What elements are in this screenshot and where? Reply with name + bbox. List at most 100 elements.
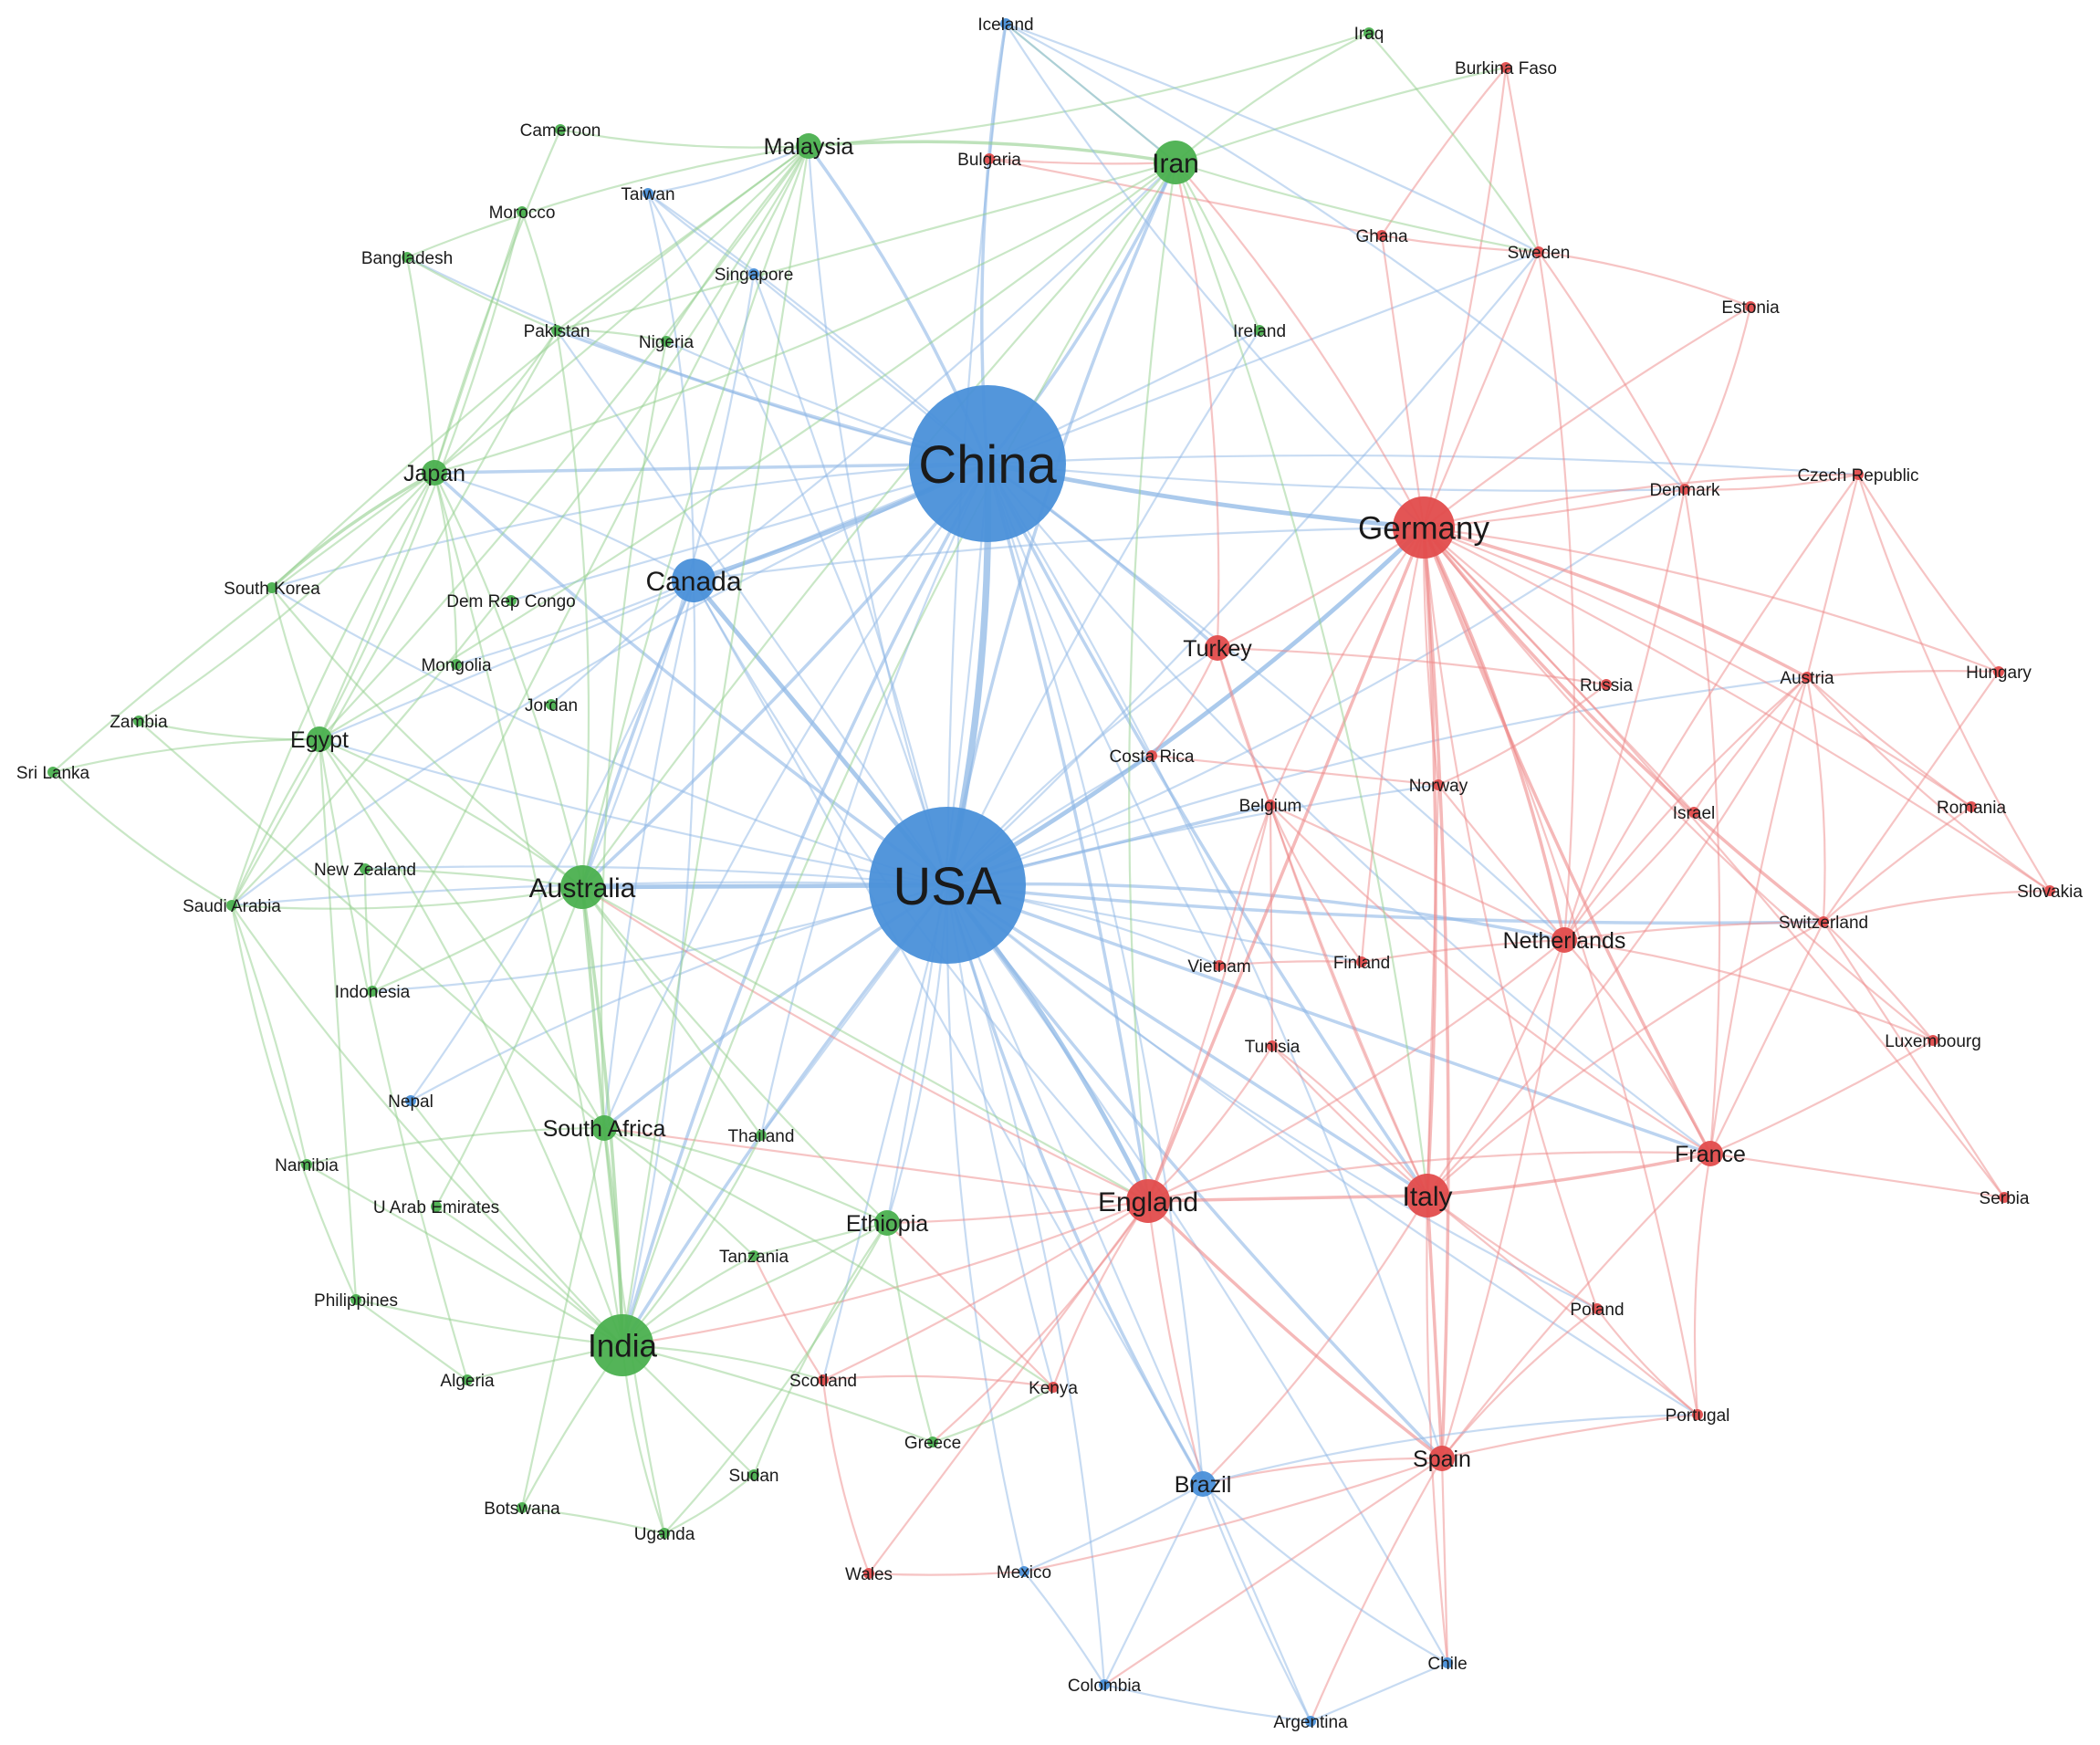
node-slovakia[interactable] [2044,885,2055,896]
node-germany[interactable] [1393,496,1455,559]
node-malaysia[interactable] [796,133,821,159]
node-serbia[interactable] [1999,1192,2010,1203]
node-scotland[interactable] [818,1374,829,1385]
node-greece[interactable] [927,1437,938,1447]
node-ethiopia[interactable] [874,1210,900,1236]
node-costarica[interactable] [1146,750,1157,761]
node-india[interactable] [591,1314,653,1376]
edge-germany-switzerland [1422,526,1825,924]
node-philippines[interactable] [350,1294,361,1305]
node-southkorea[interactable] [266,582,277,593]
node-wales[interactable] [863,1568,874,1579]
node-nigeria[interactable] [661,336,672,347]
edge-spain-portugal [1440,1413,1699,1460]
label-morocco: Morocco [489,204,556,223]
node-romania[interactable] [1966,801,1977,812]
node-egypt[interactable] [307,726,332,752]
node-iran[interactable] [1154,141,1197,184]
node-russia[interactable] [1601,679,1612,690]
node-tunisia[interactable] [1267,1040,1278,1051]
edge-netherlands-spain [1440,938,1566,1460]
node-austria[interactable] [1802,672,1813,683]
node-switzerland[interactable] [1818,916,1829,927]
node-namibia[interactable] [301,1159,312,1170]
node-morocco[interactable] [517,206,528,217]
node-kenya[interactable] [1048,1382,1059,1393]
edge-malaysia-saudiarabia [230,144,810,907]
node-singapore[interactable] [748,268,759,279]
node-france[interactable] [1698,1141,1723,1166]
node-sudan[interactable] [748,1469,759,1480]
node-ghana[interactable] [1376,230,1387,241]
node-czech[interactable] [1853,469,1864,480]
node-vietnam[interactable] [1214,960,1225,971]
node-jordan[interactable] [546,699,557,710]
node-luxembourg[interactable] [1928,1035,1938,1046]
node-iraq[interactable] [1363,27,1374,38]
node-burkinafaso[interactable] [1500,62,1511,73]
node-japan[interactable] [422,460,447,486]
node-srilanka[interactable] [47,767,58,778]
node-ireland[interactable] [1254,325,1265,336]
node-bulgaria[interactable] [984,153,995,164]
node-australia[interactable] [560,865,604,909]
edge-malaysia-nigeria [664,144,810,343]
node-belgium[interactable] [1265,799,1276,810]
node-uae[interactable] [431,1201,442,1212]
edge-turkey-russia [1216,646,1608,686]
node-england[interactable] [1126,1179,1170,1223]
edge-southafrica-tanzania [602,1126,756,1258]
label-slovakia: Slovakia [2017,883,2083,902]
node-tanzania[interactable] [748,1250,759,1261]
node-mongolia[interactable] [451,659,462,670]
node-indonesia[interactable] [367,986,378,997]
edge-costarica-norway [1150,754,1440,787]
node-usa[interactable] [869,807,1026,964]
node-zambia[interactable] [133,716,144,726]
node-italy[interactable] [1405,1174,1449,1217]
edge-ethiopia-greece [885,1221,935,1444]
node-canada[interactable] [672,559,716,602]
edge-india-philippines [354,1298,624,1347]
node-argentina[interactable] [1305,1716,1316,1727]
node-saudiarabia[interactable] [226,900,237,911]
edge-pakistan-saudiarabia [230,329,559,907]
node-colombia[interactable] [1099,1679,1110,1690]
node-sweden[interactable] [1533,246,1544,257]
edge-turkey-iran [1174,161,1220,650]
edge-scotland-tanzania [752,1254,825,1382]
node-nepal[interactable] [405,1095,416,1106]
node-poland[interactable] [1592,1303,1603,1314]
node-thailand[interactable] [756,1130,767,1141]
node-portugal[interactable] [1692,1409,1703,1420]
node-israel[interactable] [1688,807,1699,818]
node-uganda[interactable] [659,1528,670,1539]
node-mexico[interactable] [1019,1566,1029,1577]
edge-iran-iraq [1174,31,1371,164]
node-southafrica[interactable] [591,1115,617,1141]
edge-greece-kenya [931,1385,1055,1444]
node-cameroon[interactable] [555,124,566,135]
node-chile[interactable] [1442,1657,1453,1668]
node-brazil[interactable] [1190,1471,1216,1497]
node-turkey[interactable] [1205,635,1230,661]
edge-turkey-costarica [1150,646,1219,758]
node-newzealand[interactable] [360,863,371,874]
node-denmark[interactable] [1679,484,1690,495]
node-estonia[interactable] [1745,301,1756,312]
node-norway[interactable] [1433,779,1444,790]
node-spain[interactable] [1429,1446,1455,1471]
node-pakistan[interactable] [551,325,562,336]
node-hungary[interactable] [1993,666,2004,677]
node-demrepcongo[interactable] [506,595,517,606]
node-china[interactable] [909,385,1066,542]
node-netherlands[interactable] [1551,927,1577,953]
node-taiwan[interactable] [643,188,653,199]
node-finland[interactable] [1356,956,1367,967]
node-algeria[interactable] [462,1374,473,1385]
edge-france-denmark [1683,487,1721,1155]
node-botswana[interactable] [517,1502,528,1513]
node-bangladesh[interactable] [402,252,413,263]
edge-malaysia-egypt [318,144,810,741]
node-iceland[interactable] [1000,18,1011,29]
